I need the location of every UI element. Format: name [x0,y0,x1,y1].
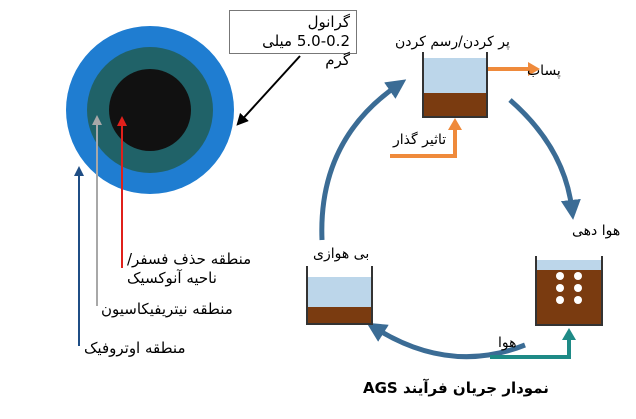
granule-pointer-arrow [236,55,301,126]
granule-core [109,69,191,151]
zone-phosphorus-label: منطقه حذف فسفر/ [127,250,252,268]
anaerobic-tank-sludge [307,307,372,324]
top-tank-walls [422,52,488,118]
aeration-label: هوا دهی [572,223,621,239]
diagram-caption: نمودار جریان فرآیند AGS [363,379,549,397]
fill-draw-label: پر کردن/رسم کردن [395,34,510,50]
air-bubbles [556,272,582,304]
cycle-arc-bottom [366,322,526,360]
top-tank-sludge [423,93,487,117]
influent-label: تاثیر گذار [393,132,447,148]
influent-arrowhead [448,118,462,130]
influent-arrow [390,128,457,158]
air-label: هوا [498,335,517,351]
aeration-tank-walls [535,256,603,326]
aeration-tank-sludge [536,270,602,325]
effluent-label: پساب [527,63,561,79]
anaerobic-label: بی هوازی [313,246,370,262]
zone-nitrification-label: منطقه نیتریفیکاسیون [101,300,233,318]
anaerobic-tank-water [307,277,372,307]
cycle-arc-left [319,79,407,241]
air-arrowhead [562,328,576,340]
effluent-arrowhead [528,62,540,76]
aeration-tank-water [536,260,602,270]
anaerobic-tank-walls [306,266,373,325]
air-arrow [490,338,571,359]
granule-size: 5.0-0.2 میلی گرم [262,32,350,69]
granule-title: گرانول [307,13,350,31]
granule-label-box: گرانول 5.0-0.2 میلی گرم [229,10,357,69]
zone-heterotrophic-label: منطقه اوتروفیک [84,339,186,357]
zone-anoxic-label: ناحیه آنوکسیک [127,269,217,287]
top-tank-water [423,58,487,93]
cycle-arc-right [508,98,581,220]
